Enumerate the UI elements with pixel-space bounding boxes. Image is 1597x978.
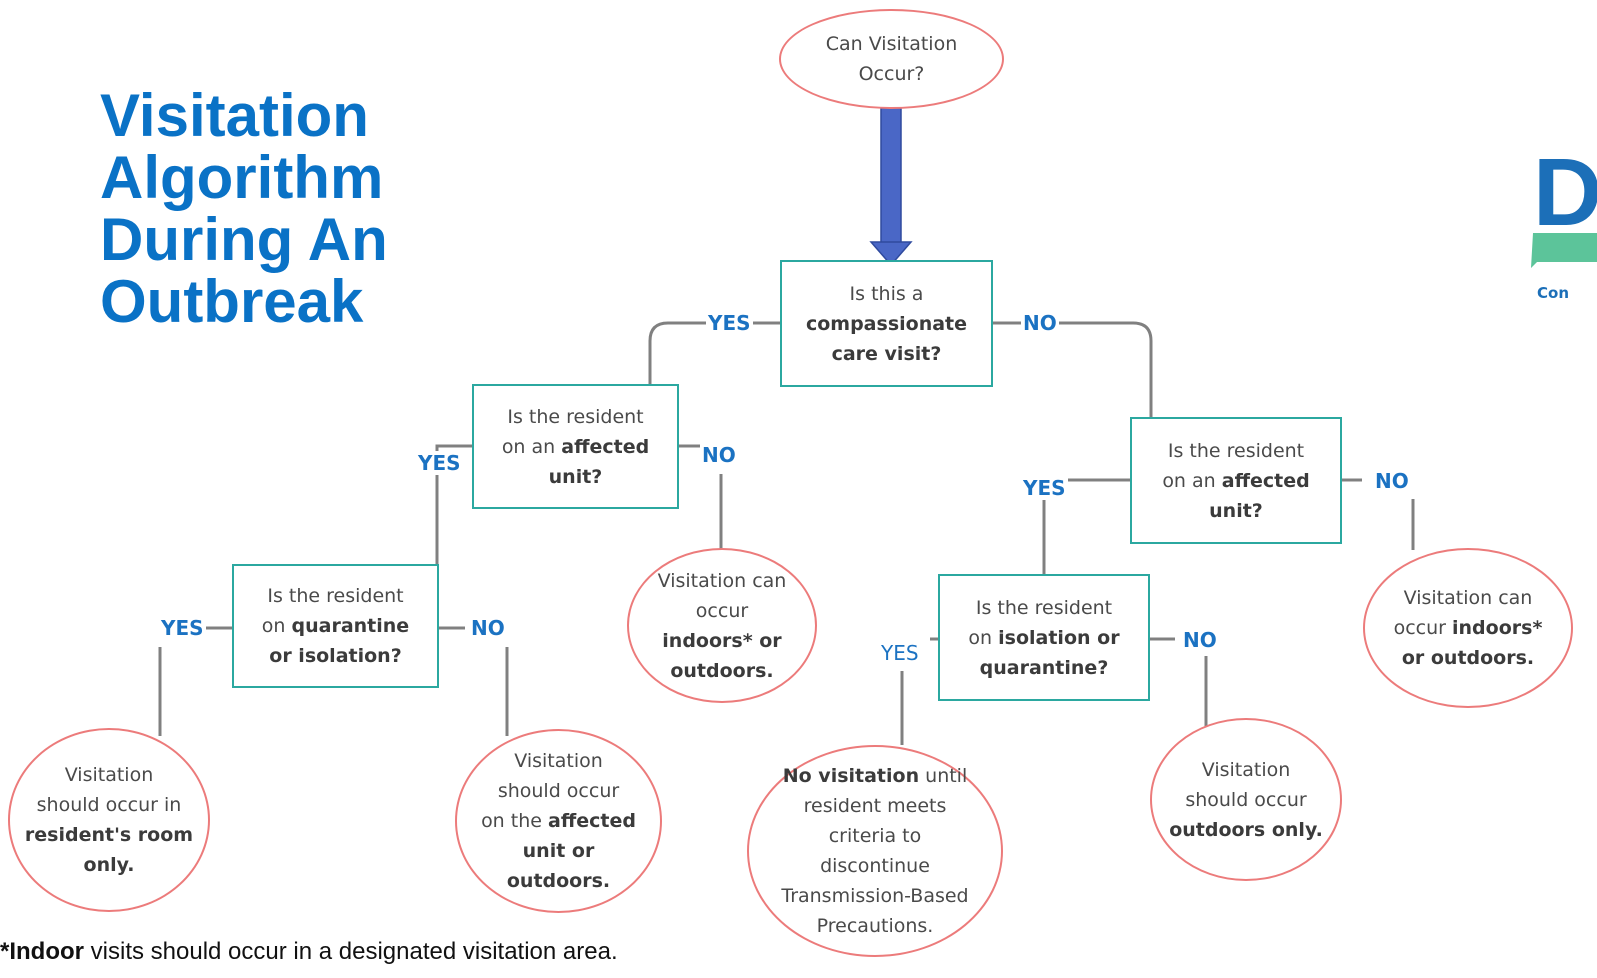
label-no: NO: [1181, 628, 1219, 652]
connector-isolation-no: [1150, 637, 1208, 740]
outcome-outdoors-only: Visitation should occur outdoors only.: [1150, 718, 1342, 881]
node-text-line: Occur?: [858, 63, 925, 85]
node-text-line: unit?: [548, 465, 603, 488]
label-no: NO: [700, 443, 738, 467]
node-text-line: Is the resident: [1167, 439, 1305, 462]
question-isolation-right: Is the resident on isolation or quarantine…: [938, 574, 1150, 701]
node-text-line: Is the resident: [267, 585, 404, 607]
question-quarantine-left: Is the resident on quarantine or isolation…: [232, 564, 439, 688]
label-yes: YES: [159, 616, 206, 640]
outcome-affected-unit: Visitation should occur on the affected uni…: [455, 729, 662, 913]
logo-green-shape: [1531, 233, 1597, 268]
node-text-line: Precautions.: [816, 915, 934, 937]
question-compassionate-care: Is this a compassionate care visit?: [780, 260, 993, 387]
node-text-line: on isolation or: [968, 626, 1120, 649]
node-text-line: care visit?: [831, 342, 942, 365]
footnote-bold: *Indoor: [0, 938, 84, 965]
node-text-line: indoors* or: [662, 629, 782, 652]
node-text-line: should occur: [497, 780, 620, 802]
question-affected-unit-left: Is the resident on an affected unit?: [472, 384, 679, 509]
outcome-indoors-left: Visitation can occur indoors* or outdoors.: [627, 548, 817, 703]
title-line: Algorithm: [100, 144, 384, 211]
node-text-line: compassionate: [805, 312, 968, 335]
node-text-line: Is the resident: [507, 405, 644, 428]
connector-quarantine-no: [439, 626, 509, 736]
footnote-text: visits should occur in a designated visi…: [84, 938, 618, 965]
connector-affected-left-yes: [435, 444, 472, 564]
label-no: NO: [1021, 311, 1059, 335]
node-text-line: discontinue: [820, 855, 930, 877]
organization-logo: D: [1531, 140, 1597, 268]
node-text-line: or isolation?: [269, 645, 402, 667]
node-text-line: on the affected: [481, 810, 636, 832]
label-yes: YES: [416, 451, 463, 475]
node-text-line: Visitation can: [657, 569, 787, 592]
connector-compassionate-yes: [648, 321, 780, 384]
label-no: NO: [469, 616, 507, 640]
node-text-line: outdoors.: [670, 659, 774, 682]
label-yes: YES: [879, 641, 921, 665]
node-text-line: unit?: [1209, 499, 1263, 522]
node-text-line: quarantine?: [979, 656, 1109, 679]
question-affected-unit-right: Is the resident on an affected unit?: [1130, 417, 1342, 544]
label-yes: YES: [1021, 476, 1068, 500]
connector-affected-right-no: [1342, 478, 1415, 550]
label-yes: YES: [706, 311, 753, 335]
node-text-line: should occur in: [36, 794, 182, 816]
connector-quarantine-yes: [158, 626, 232, 736]
node-text-line: Visitation: [1201, 758, 1291, 781]
node-text-line: only.: [83, 854, 135, 876]
node-text-line: should occur: [1185, 788, 1307, 811]
node-text-line: Transmission-Based: [781, 885, 969, 907]
node-text-line: No visitation until: [782, 765, 968, 787]
node-text-line: on an affected: [1162, 469, 1310, 492]
node-text-line: Is this a: [849, 282, 924, 305]
outcome-no-visitation: No visitation until resident meets criteri…: [747, 745, 1003, 957]
connector-isolation-yes: [900, 637, 938, 745]
title-line: Visitation: [100, 82, 369, 149]
node-text-line: Can Visitation: [825, 33, 958, 55]
title-line: During An: [100, 206, 388, 273]
node-text-line: Visitation: [514, 750, 603, 772]
node-text-line: Visitation: [64, 764, 154, 786]
logo-letter: D: [1533, 140, 1597, 246]
node-text-line: on an affected: [501, 435, 650, 458]
title-line: Outbreak: [100, 268, 364, 335]
node-text-line: resident's room: [24, 824, 194, 846]
page-title: Visitation Algorithm During An Outbreak: [100, 85, 460, 333]
label-no: NO: [1373, 469, 1411, 493]
footnote: *Indoor visits should occur in a designa…: [0, 938, 618, 966]
start-arrow: [869, 107, 913, 267]
node-text-line: outdoors only.: [1169, 818, 1323, 841]
connector-compassionate-no: [993, 321, 1153, 417]
logo-text: Con: [1537, 284, 1569, 302]
node-text-line: occur: [695, 599, 749, 622]
outcome-indoors-right: Visitation can occur indoors* or outdoors.: [1363, 548, 1573, 708]
node-text-line: outdoors.: [506, 870, 611, 892]
node-text-line: Visitation can: [1403, 587, 1533, 609]
node-text-line: occur indoors*: [1393, 617, 1543, 639]
node-text-line: or outdoors.: [1401, 647, 1535, 669]
node-text-line: Is the resident: [975, 596, 1113, 619]
node-text-line: resident meets: [803, 795, 947, 817]
node-text-line: criteria to: [828, 825, 922, 847]
connector-affected-left-no: [679, 444, 723, 550]
node-text-line: on quarantine: [261, 615, 410, 637]
outcome-residents-room: Visitation should occur in resident's room…: [8, 728, 210, 912]
node-text-line: unit or: [522, 840, 595, 862]
